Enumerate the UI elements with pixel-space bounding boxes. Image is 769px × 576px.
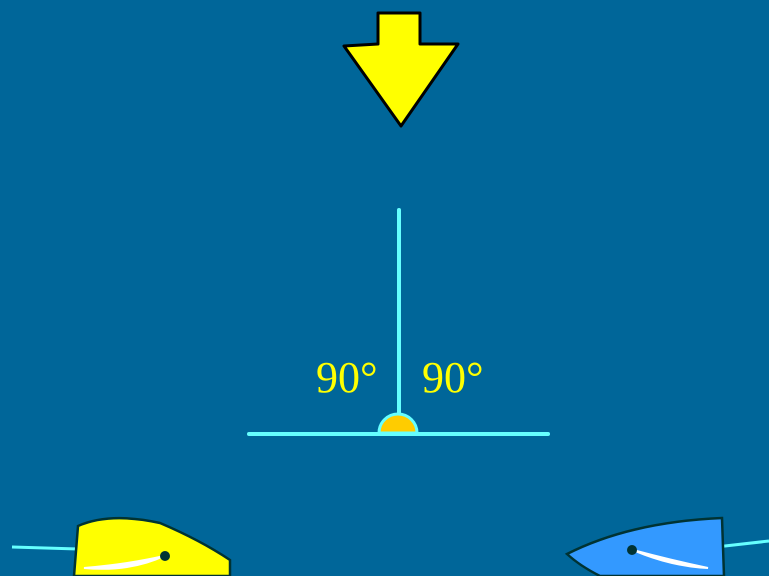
right-boat-mast (627, 545, 637, 555)
right-boat-hull (564, 516, 726, 576)
right-boat (564, 516, 769, 576)
left-angle-label: 90° (316, 353, 378, 402)
left-boat-hull (72, 516, 232, 576)
left-boat-mast (160, 551, 170, 561)
left-boat (11, 516, 232, 576)
wind-arrow-icon (342, 11, 460, 128)
angle-marker (377, 412, 419, 435)
right-boat-boom (715, 539, 769, 549)
right-boat-sail (632, 549, 709, 569)
right-angle-label: 90° (422, 353, 484, 402)
left-boat-boom (11, 545, 79, 551)
